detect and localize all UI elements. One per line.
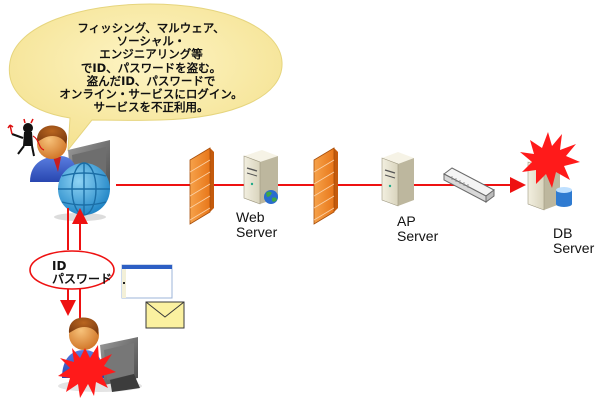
credential-flow — [60, 208, 88, 318]
bubble-line: ソーシャル・ — [116, 34, 186, 49]
credentials-password: パスワード — [52, 272, 113, 286]
credentials-id: ID — [52, 259, 67, 273]
email-envelope-icon — [145, 301, 185, 329]
ap-server-label: AP Server — [397, 214, 438, 244]
victim-monitor-icon — [100, 337, 140, 392]
database-cylinder-icon — [556, 187, 572, 207]
phishing-window-icon — [121, 264, 173, 299]
db-server-icon — [520, 132, 580, 211]
bubble-line: でID、パスワードを盗む。 — [80, 60, 222, 75]
bubble-line: 盗んだID、パスワードで — [86, 73, 216, 88]
web-server-label: Web Server — [236, 210, 277, 240]
db-server-label-line2: Server — [553, 240, 595, 256]
ap-server-label-line2: Server — [397, 228, 439, 244]
firewall-2-icon — [313, 147, 338, 225]
web-server-label-line1: Web — [236, 209, 265, 225]
db-server-label-line1: DB — [553, 225, 573, 241]
credentials-ellipse — [29, 250, 115, 290]
credentials-label: ID パスワード — [52, 260, 112, 286]
network-switch-icon — [443, 167, 495, 203]
bubble-line: フィッシング、マルウェア、 — [77, 21, 225, 35]
bubble-line: オンライン・サービスにログイン。 — [59, 87, 243, 102]
web-server-label-line2: Server — [236, 224, 278, 240]
db-server-label: DB Server — [553, 226, 594, 256]
bubble-line: エンジニアリング等 — [99, 47, 203, 62]
bubble-line: サービスを不正利用。 — [93, 100, 209, 115]
db-explosion-icon — [520, 132, 580, 188]
attacker-figure — [7, 118, 110, 221]
web-globe-icon — [264, 190, 278, 204]
ap-server-label-line1: AP — [397, 213, 416, 229]
victim-figure — [58, 317, 142, 398]
devil-icon — [7, 118, 45, 157]
firewall-1-icon — [189, 147, 214, 225]
speech-bubble-text: フィッシング、マルウェア、 ソーシャル・ エンジニアリング等 でID、パスワード… — [56, 21, 246, 115]
web-server-icon — [243, 150, 278, 205]
victim-explosion-icon — [58, 345, 116, 398]
ap-server-icon — [381, 152, 414, 207]
speech-bubble — [8, 3, 283, 152]
